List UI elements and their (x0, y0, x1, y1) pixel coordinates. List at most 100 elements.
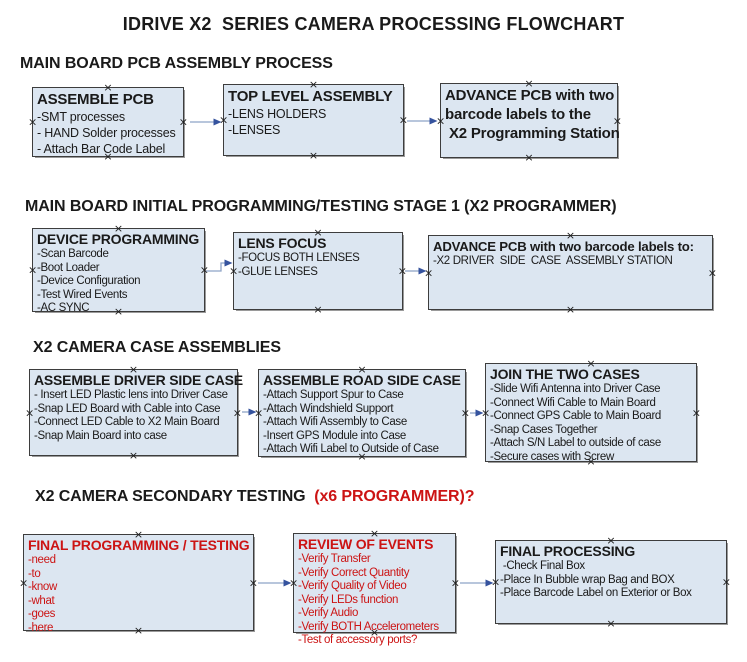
box-item: -Scan Barcode (37, 248, 109, 260)
box-item: -what (28, 594, 55, 607)
box-title: JOIN THE TWO CASES (490, 366, 640, 382)
box-item: -X2 DRIVER SIDE CASE ASSEMBLY STATION (433, 255, 673, 267)
box-item: -Check Final Box (500, 560, 585, 572)
connector-point-icon: × (28, 263, 38, 277)
connector-point-icon: × (524, 151, 534, 164)
flow-box-final-programming-testing: FINAL PROGRAMMING / TESTING -need-to-kno… (19, 529, 258, 636)
box-title: ASSEMBLE PCB (37, 91, 154, 108)
box-item: -LENS HOLDERS (228, 107, 327, 121)
connector-point-icon: × (229, 264, 239, 278)
box-item: -Place In Bubble wrap Bag and BOX (500, 573, 675, 586)
connector-point-icon: × (460, 406, 470, 420)
connector-point-icon: × (691, 406, 701, 419)
box-item: -Verify Correct Quantity (298, 566, 410, 579)
box-item: -Verify LEDs function (298, 593, 399, 606)
connector-point-icon: × (721, 575, 731, 589)
flow-box-advance-pcb-programming-station: ADVANCE PCB with two barcode labels to t… (436, 78, 622, 163)
box-item: -to (28, 567, 41, 580)
box-item: -Connect LED Cable to X2 Main Board (34, 416, 220, 428)
connector-point-icon: × (103, 150, 113, 163)
connector-point-icon: × (128, 449, 139, 462)
box-item: -AC SYNC (37, 302, 90, 314)
connector-point-icon: × (397, 264, 407, 278)
connector-point-icon: × (133, 528, 144, 541)
connector-point-icon: × (232, 406, 242, 419)
box-item: -goes (28, 608, 56, 620)
box-title: REVIEW OF EVENTS (298, 536, 434, 552)
box-item: -Attach S/N Label to outside of case (490, 437, 661, 449)
connector-point-icon: × (178, 115, 188, 129)
section-heading-text: MAIN BOARD INITIAL PROGRAMMING/TESTING S… (25, 198, 617, 215)
connector-point-icon: × (25, 406, 35, 419)
box-item: -know (28, 581, 57, 593)
box-item: -Verify Quality of Video (298, 580, 407, 592)
flow-box-final-processing: FINAL PROCESSING -Check Final Box-Place … (491, 535, 731, 629)
box-item: -Snap Cases Together (490, 423, 598, 436)
connector-point-icon: × (707, 266, 717, 279)
box-item: -need (28, 554, 56, 566)
box-item: -Attach Wifi Label to Outside of Case (263, 443, 439, 455)
box-item: -GLUE LENSES (238, 265, 318, 278)
box-title: FINAL PROGRAMMING / TESTING (28, 537, 250, 553)
section-heading-case-assemblies: X2 CAMERA CASE ASSEMBLIES (33, 339, 281, 357)
connector-point-icon: × (19, 576, 29, 589)
box-item: -here (28, 621, 54, 634)
box-item: -Secure cases with Screw (490, 450, 614, 463)
section-heading-initial-programming: MAIN BOARD INITIAL PROGRAMMING/TESTING S… (25, 198, 617, 216)
connector-point-icon: × (586, 357, 596, 370)
box-items: -FOCUS BOTH LENSES-GLUE LENSES (238, 252, 398, 279)
connector-point-icon: × (28, 115, 38, 129)
box-item: -Place Barcode Label on Exterior or Box (500, 587, 692, 599)
box-items: -need-to-know-what-goes-here (28, 554, 249, 635)
connector-point-icon: × (424, 266, 434, 279)
connector-point-icon: × (113, 305, 124, 318)
flow-box-assemble-driver-side-case: ASSEMBLE DRIVER SIDE CASE - Insert LED P… (25, 364, 243, 461)
box-item: - Insert LED Plastic lens into Driver Ca… (34, 389, 228, 401)
connector-point-icon: × (612, 114, 622, 127)
connector-point-icon: × (436, 114, 446, 127)
box-item: -Connect Wifi Cable to Main Board (490, 396, 656, 409)
box-item: -SMT processes (37, 110, 125, 124)
connector-point-icon: × (113, 222, 124, 235)
box-items: -Attach Support Spur to Case-Attach Wind… (263, 389, 461, 457)
box-item: -Snap Main Board into case (34, 429, 167, 442)
flow-box-review-of-events: REVIEW OF EVENTS -Verify Transfer-Verify… (289, 528, 460, 646)
connector-point-icon: × (133, 624, 144, 637)
box-items: -SMT processes- HAND Solder processes- A… (37, 109, 179, 157)
flow-box-device-programming: DEVICE PROGRAMMING -Scan Barcode-Boot Lo… (28, 223, 209, 317)
box-items: -Check Final Box-Place In Bubble wrap Ba… (500, 560, 722, 601)
box-title: FINAL PROCESSING (500, 543, 636, 559)
box-item: -Test of accessory ports? (298, 634, 418, 646)
box-title: ADVANCE PCB with two barcode labels to: (433, 239, 694, 254)
connector-point-icon: × (308, 78, 319, 91)
connector-point-icon: × (128, 363, 139, 376)
box-title: ASSEMBLE ROAD SIDE CASE (263, 372, 461, 388)
connector-point-icon: × (369, 626, 380, 639)
box-title: ASSEMBLE DRIVER SIDE CASE (34, 372, 243, 388)
box-item: -Test Wired Events (37, 288, 128, 301)
box-item: -Snap LED Board with Cable into Case (34, 402, 221, 415)
section-heading-red-text: (x6 PROGRAMMER)? (314, 488, 475, 505)
box-item: -Connect GPS Cable to Main Board (490, 410, 661, 422)
box-title: ADVANCE PCB with two barcode labels to t… (445, 87, 620, 142)
connector-point-icon: × (308, 149, 319, 162)
connector-point-icon: × (254, 406, 264, 420)
connector-point-icon: × (369, 527, 380, 540)
connector-point-icon: × (565, 303, 576, 316)
connector-point-icon: × (450, 576, 460, 590)
box-item: -Attach Support Spur to Case (263, 389, 404, 401)
section-heading-text: X2 CAMERA SECONDARY TESTING (35, 488, 315, 505)
connector-point-icon: × (524, 77, 534, 90)
box-item: -Verify BOTH Accelerometers (298, 620, 439, 633)
section-heading-pcb-assembly: MAIN BOARD PCB ASSEMBLY PROCESS (20, 55, 333, 73)
flow-box-assemble-pcb: ASSEMBLE PCB -SMT processes- HAND Solder… (28, 82, 188, 162)
connector-point-icon: × (289, 576, 299, 590)
connector-point-icon: × (398, 113, 408, 127)
flow-box-top-level-assembly: TOP LEVEL ASSEMBLY -LENS HOLDERS-LENSES … (219, 79, 408, 161)
box-title: TOP LEVEL ASSEMBLY (228, 88, 393, 105)
box-item: -Slide Wifi Antenna into Driver Case (490, 383, 661, 395)
section-heading-secondary-testing: X2 CAMERA SECONDARY TESTING (x6 PROGRAMM… (35, 488, 475, 506)
box-title: DEVICE PROGRAMMING (37, 231, 200, 247)
connector-point-icon: × (248, 576, 258, 589)
